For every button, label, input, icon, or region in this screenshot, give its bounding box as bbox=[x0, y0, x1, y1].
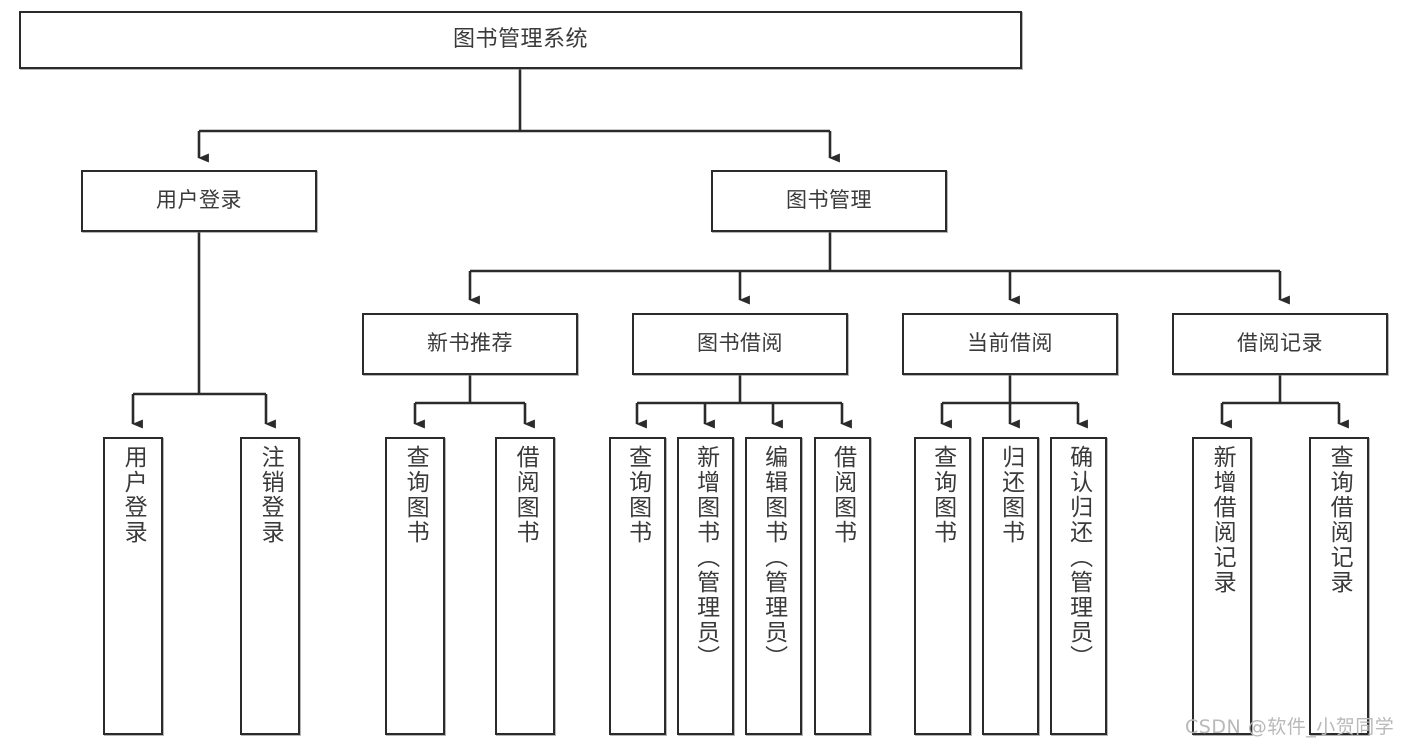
leaf-current-borrow-return-book[interactable]: 归还图书 bbox=[982, 437, 1039, 735]
node-label: 当前借阅 bbox=[967, 331, 1053, 356]
node-label: 查询图书 bbox=[929, 445, 956, 545]
node-label: 借阅记录 bbox=[1237, 331, 1323, 356]
node-root-book-management-system[interactable]: 图书管理系统 bbox=[19, 11, 1022, 69]
node-label: 查询借阅记录 bbox=[1326, 445, 1353, 595]
node-label: 查询图书 bbox=[624, 445, 651, 545]
node-user-login[interactable]: 用户登录 bbox=[81, 170, 317, 232]
node-label: 新增图书（管理员） bbox=[692, 445, 719, 670]
node-label: 注销登录 bbox=[257, 445, 284, 545]
leaf-book-borrow-borrow-book[interactable]: 借阅图书 bbox=[814, 437, 871, 735]
node-label: 图书管理 bbox=[786, 188, 872, 213]
node-label: 借阅图书 bbox=[512, 445, 539, 545]
node-label: 归还图书 bbox=[997, 445, 1024, 545]
node-label: 新书推荐 bbox=[427, 331, 513, 356]
leaf-book-borrow-add-book-admin[interactable]: 新增图书（管理员） bbox=[677, 437, 734, 735]
node-book-management[interactable]: 图书管理 bbox=[711, 170, 947, 232]
node-label: 查询图书 bbox=[402, 445, 429, 545]
node-new-book-recommend[interactable]: 新书推荐 bbox=[362, 313, 578, 375]
node-label: 用户登录 bbox=[156, 188, 242, 213]
node-current-borrow[interactable]: 当前借阅 bbox=[902, 313, 1118, 375]
node-label: 用户登录 bbox=[120, 445, 147, 545]
leaf-book-borrow-edit-book-admin[interactable]: 编辑图书（管理员） bbox=[745, 437, 802, 735]
node-book-borrow[interactable]: 图书借阅 bbox=[632, 313, 848, 375]
node-label: 图书借阅 bbox=[697, 331, 783, 356]
node-borrow-record[interactable]: 借阅记录 bbox=[1172, 313, 1388, 375]
node-label: 编辑图书（管理员） bbox=[760, 445, 787, 670]
leaf-book-borrow-query-book[interactable]: 查询图书 bbox=[609, 437, 666, 735]
node-label: 图书管理系统 bbox=[452, 26, 588, 52]
leaf-borrow-record-query-record[interactable]: 查询借阅记录 bbox=[1309, 437, 1369, 735]
node-label: 确认归还（管理员） bbox=[1065, 445, 1092, 670]
leaf-new-book-borrow-book[interactable]: 借阅图书 bbox=[495, 437, 555, 735]
leaf-user-login-logout[interactable]: 注销登录 bbox=[240, 437, 300, 735]
watermark: CSDN @软件_小贺同学 bbox=[1185, 716, 1395, 738]
leaf-current-borrow-query-book[interactable]: 查询图书 bbox=[914, 437, 971, 735]
node-label: 新增借阅记录 bbox=[1209, 445, 1236, 595]
leaf-borrow-record-add-record[interactable]: 新增借阅记录 bbox=[1192, 437, 1252, 735]
leaf-new-book-query-book[interactable]: 查询图书 bbox=[385, 437, 445, 735]
leaf-current-borrow-confirm-return-admin[interactable]: 确认归还（管理员） bbox=[1050, 437, 1107, 735]
leaf-user-login-login[interactable]: 用户登录 bbox=[103, 437, 163, 735]
node-label: 借阅图书 bbox=[829, 445, 856, 545]
